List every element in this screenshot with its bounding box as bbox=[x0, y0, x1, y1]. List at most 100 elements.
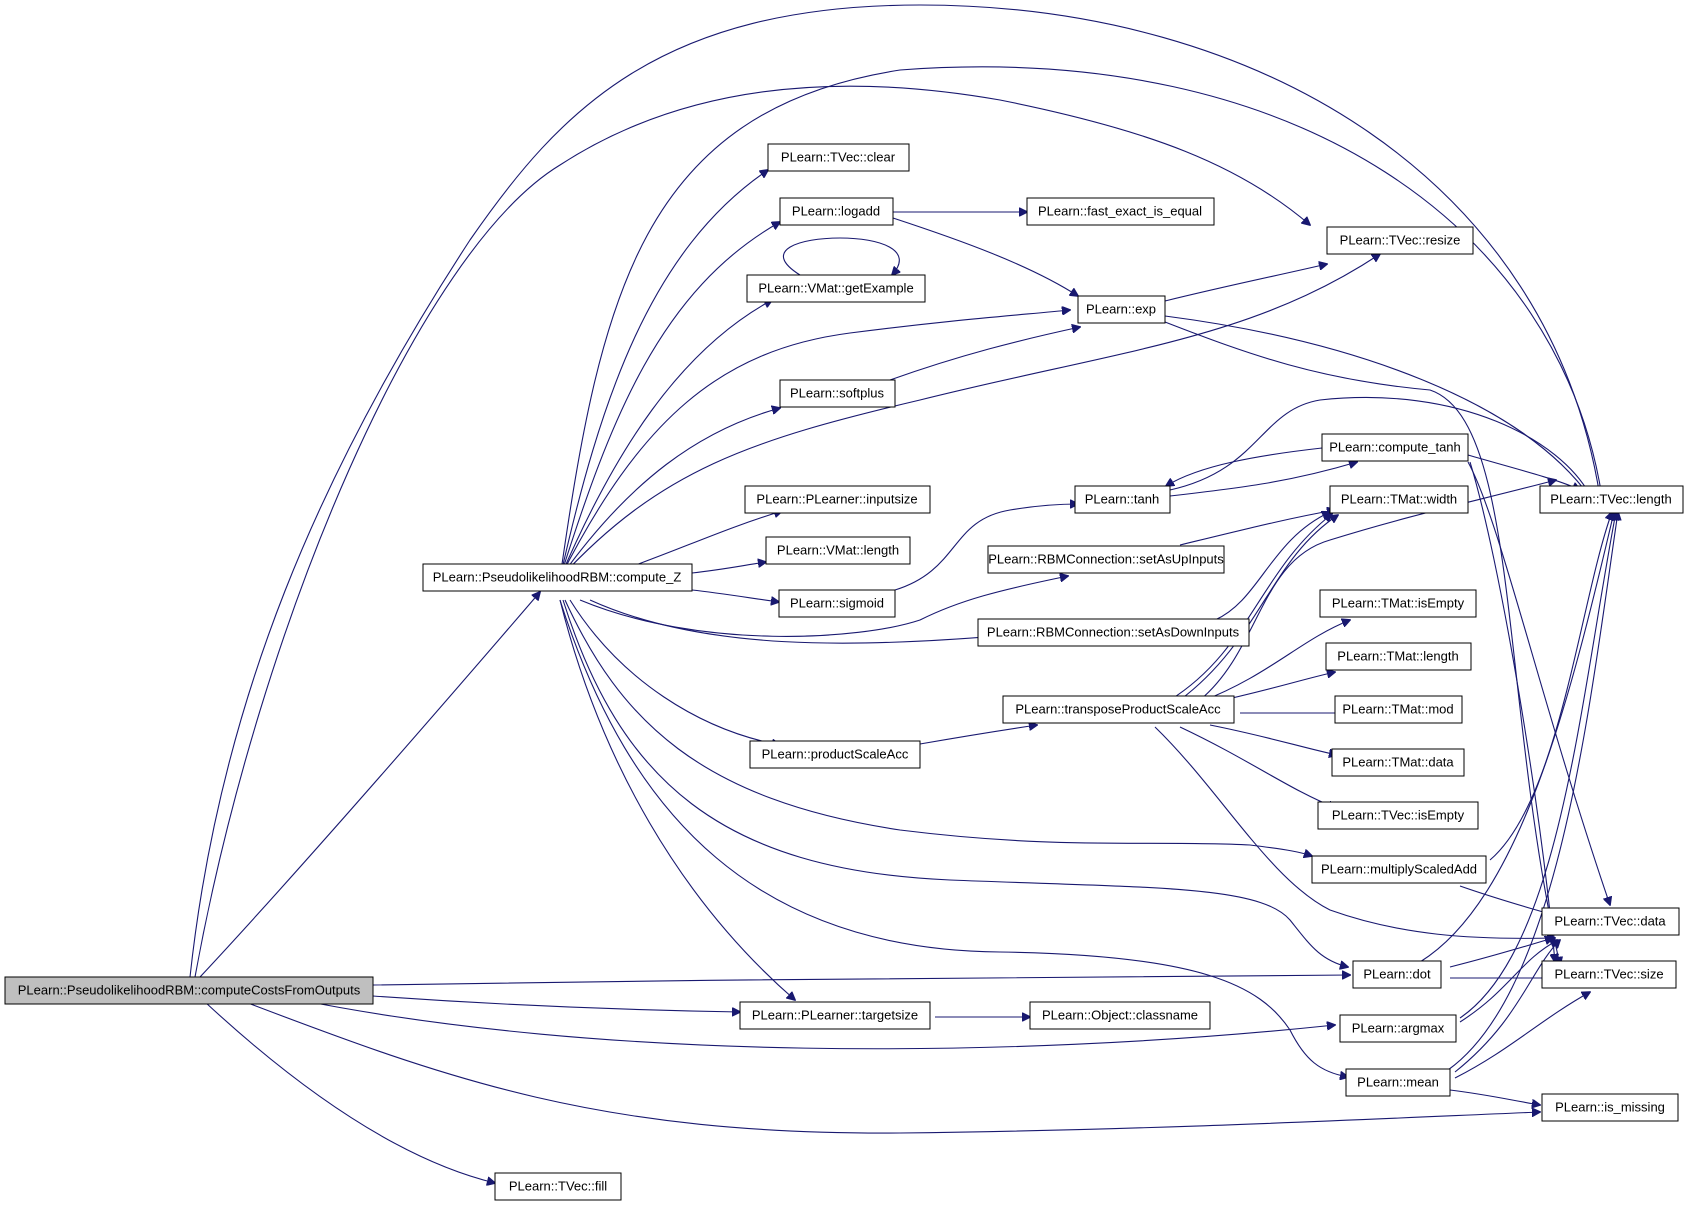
edge-computez-dot bbox=[562, 599, 1348, 967]
edge-root-compute-z bbox=[199, 592, 540, 978]
node-tvec-clear[interactable]: PLearn::TVec::clear bbox=[767, 143, 910, 172]
edge-exp-tvec-resize bbox=[1164, 264, 1327, 302]
node-label: PLearn::TVec::isEmpty bbox=[1332, 807, 1465, 822]
node-label: PLearn::TMat::isEmpty bbox=[1332, 595, 1465, 610]
node-label: PLearn::logadd bbox=[792, 203, 880, 218]
node-vmat-length[interactable]: PLearn::VMat::length bbox=[765, 536, 911, 565]
node-compute-z[interactable]: PLearn::PseudolikelihoodRBM::compute_Z bbox=[422, 563, 693, 592]
edge-argmax-tvec-data bbox=[1459, 940, 1558, 1023]
node-label: PLearn::Object::classname bbox=[1042, 1007, 1198, 1022]
node-argmax[interactable]: PLearn::argmax bbox=[1339, 1014, 1457, 1043]
node-label: PLearn::TVec::clear bbox=[781, 149, 896, 164]
node-is-missing[interactable]: PLearn::is_missing bbox=[1541, 1093, 1679, 1122]
node-setasupinputs[interactable]: PLearn::RBMConnection::setAsUpInputs bbox=[987, 545, 1225, 574]
node-multiplyscaledadd[interactable]: PLearn::multiplyScaledAdd bbox=[1311, 855, 1487, 884]
node-setasdowninputs[interactable]: PLearn::RBMConnection::setAsDownInputs bbox=[977, 618, 1250, 647]
edge-computez-vmat-length bbox=[691, 562, 766, 574]
node-label: PLearn::TVec::length bbox=[1550, 491, 1671, 506]
node-label: PLearn::PseudolikelihoodRBM::compute_Z bbox=[433, 569, 682, 584]
edge-root-targetsize bbox=[372, 995, 740, 1012]
node-productscaleacc[interactable]: PLearn::productScaleAcc bbox=[749, 740, 921, 769]
node-exp[interactable]: PLearn::exp bbox=[1077, 295, 1166, 324]
node-label: PLearn::is_missing bbox=[1555, 1099, 1665, 1114]
node-label: PLearn::RBMConnection::setAsUpInputs bbox=[988, 551, 1224, 566]
node-label: PLearn::TMat::data bbox=[1342, 754, 1454, 769]
node-compute-tanh[interactable]: PLearn::compute_tanh bbox=[1321, 433, 1469, 462]
edge-computez-setasdowninputs bbox=[589, 599, 1032, 644]
node-label: PLearn::transposeProductScaleAcc bbox=[1015, 701, 1221, 716]
node-getexample[interactable]: PLearn::VMat::getExample bbox=[746, 274, 926, 303]
node-logadd[interactable]: PLearn::logadd bbox=[779, 197, 894, 226]
edge-setasdown-tmat-width bbox=[1214, 512, 1330, 621]
edge-computez-tvec-clear bbox=[559, 170, 768, 579]
node-tvec-resize[interactable]: PLearn::TVec::resize bbox=[1326, 226, 1474, 255]
edge-tpsa-tmat-width bbox=[1169, 514, 1332, 701]
node-label: PLearn::VMat::getExample bbox=[758, 280, 913, 295]
node-label: PLearn::multiplyScaledAdd bbox=[1321, 861, 1477, 876]
node-tmat-isempty[interactable]: PLearn::TMat::isEmpty bbox=[1319, 589, 1477, 618]
node-label: PLearn::exp bbox=[1086, 301, 1156, 316]
edge-tpsa-tvec-isempty bbox=[1179, 726, 1336, 808]
node-softplus[interactable]: PLearn::softplus bbox=[779, 379, 896, 408]
edge-tpsa-tvec-data bbox=[1154, 726, 1555, 938]
node-object-classname[interactable]: PLearn::Object::classname bbox=[1029, 1001, 1211, 1030]
edge-computez-softplus bbox=[559, 408, 780, 579]
node-root[interactable]: PLearn::PseudolikelihoodRBM::computeCost… bbox=[4, 976, 374, 1005]
node-dot[interactable]: PLearn::dot bbox=[1352, 960, 1442, 989]
node-transposeproductscaleacc[interactable]: PLearn::transposeProductScaleAcc bbox=[1002, 695, 1235, 724]
node-label: PLearn::VMat::length bbox=[777, 542, 899, 557]
node-tmat-length[interactable]: PLearn::TMat::length bbox=[1325, 642, 1472, 671]
node-label: PLearn::dot bbox=[1363, 966, 1431, 981]
edge-computez-getexample bbox=[559, 300, 772, 579]
edge-mean-is-missing bbox=[1449, 1089, 1540, 1105]
edge-mean-tvec-length bbox=[1447, 512, 1618, 1071]
node-fast-exact-is-equal[interactable]: PLearn::fast_exact_is_equal bbox=[1026, 197, 1215, 226]
node-label: PLearn::RBMConnection::setAsDownInputs bbox=[987, 624, 1240, 639]
node-tvec-length[interactable]: PLearn::TVec::length bbox=[1539, 485, 1684, 514]
node-label: PLearn::compute_tanh bbox=[1329, 439, 1461, 454]
edge-compute-tanh-tanh bbox=[1166, 447, 1323, 486]
nodes: PLearn::PseudolikelihoodRBM::computeCost… bbox=[4, 143, 1684, 1201]
node-label: PLearn::mean bbox=[1357, 1074, 1439, 1089]
node-tvec-fill[interactable]: PLearn::TVec::fill bbox=[494, 1172, 622, 1201]
node-label: PLearn::productScaleAcc bbox=[762, 746, 909, 761]
node-tmat-data[interactable]: PLearn::TMat::data bbox=[1331, 748, 1465, 777]
node-label: PLearn::TMat::length bbox=[1337, 648, 1458, 663]
edge-logadd-exp bbox=[892, 217, 1078, 296]
edge-tpsa-tmat-data bbox=[1209, 724, 1337, 755]
node-label: PLearn::TMat::mod bbox=[1342, 701, 1453, 716]
edge-computez-tvec-resize bbox=[559, 254, 1380, 579]
edge-computez-targetsize bbox=[559, 599, 795, 1000]
node-mean[interactable]: PLearn::mean bbox=[1345, 1068, 1451, 1097]
edge-mean-tvec-data bbox=[1454, 940, 1560, 1073]
edge-computez-mean bbox=[559, 599, 1348, 1077]
node-tvec-isempty[interactable]: PLearn::TVec::isEmpty bbox=[1317, 801, 1479, 830]
edge-tanh-tvec-length bbox=[1169, 396, 1590, 495]
node-label: PLearn::sigmoid bbox=[790, 595, 884, 610]
edge-root-argmax bbox=[299, 999, 1335, 1050]
edge-compute-tanh-tvec-data bbox=[1467, 461, 1610, 905]
node-tanh[interactable]: PLearn::tanh bbox=[1074, 485, 1171, 514]
node-tvec-size[interactable]: PLearn::TVec::size bbox=[1541, 960, 1677, 989]
node-tvec-data[interactable]: PLearn::TVec::data bbox=[1541, 907, 1680, 936]
edges bbox=[189, 4, 1618, 1183]
node-label: PLearn::tanh bbox=[1085, 491, 1159, 506]
edge-tpsa-tmat-width-2 bbox=[1179, 515, 1338, 701]
edge-sigmoid-tanh bbox=[894, 504, 1078, 591]
node-targetsize[interactable]: PLearn::PLearner::targetsize bbox=[739, 1001, 931, 1030]
edge-computez-sigmoid bbox=[691, 589, 779, 602]
edge-root-dot bbox=[372, 975, 1350, 986]
node-label: PLearn::PLearner::inputsize bbox=[756, 491, 917, 506]
node-label: PLearn::argmax bbox=[1352, 1020, 1445, 1035]
node-label: PLearn::TVec::resize bbox=[1340, 232, 1461, 247]
edge-tpsa-tmat-isempty bbox=[1199, 620, 1350, 703]
edge-productscaleacc-transposepsa bbox=[919, 725, 1037, 745]
node-label: PLearn::TVec::fill bbox=[509, 1178, 607, 1193]
edge-computez-tvec-length bbox=[559, 66, 1602, 579]
edge-mean-tvec-size bbox=[1454, 992, 1590, 1079]
node-sigmoid[interactable]: PLearn::sigmoid bbox=[778, 589, 896, 618]
node-inputsize[interactable]: PLearn::PLearner::inputsize bbox=[744, 485, 931, 514]
node-tmat-width[interactable]: PLearn::TMat::width bbox=[1329, 485, 1469, 514]
node-tmat-mod[interactable]: PLearn::TMat::mod bbox=[1334, 695, 1463, 724]
